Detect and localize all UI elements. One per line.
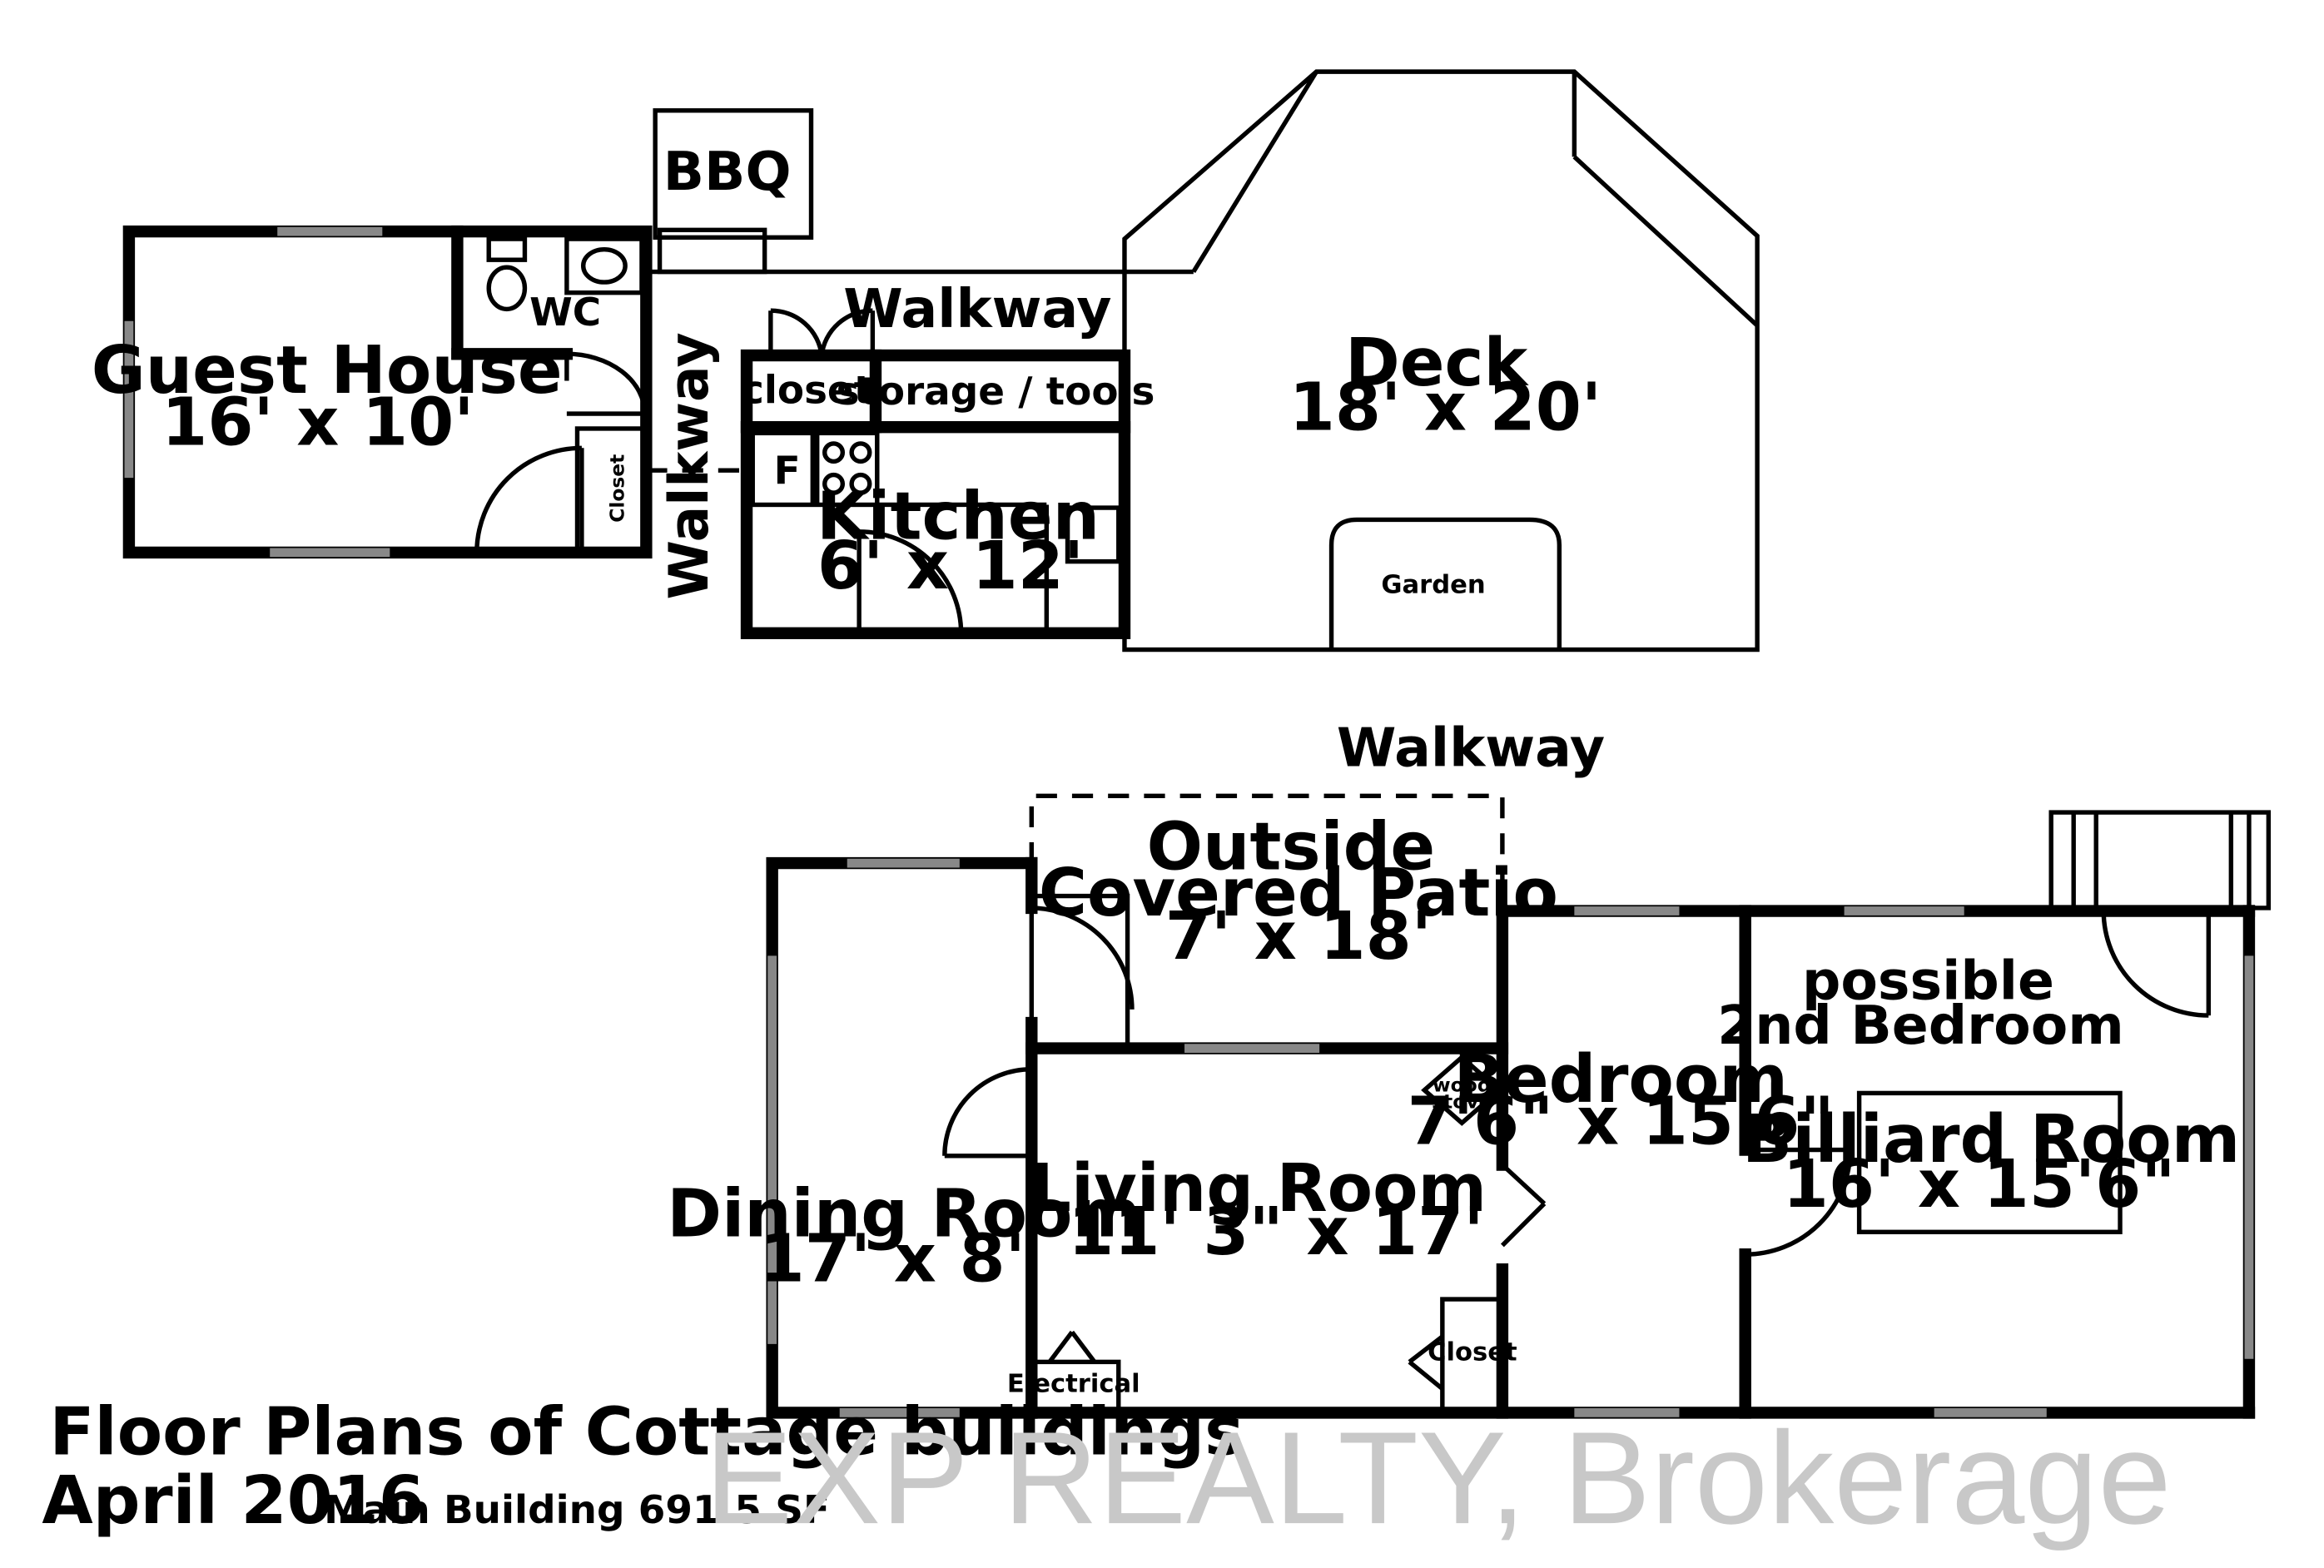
fridge-label: F — [774, 449, 801, 494]
dining-room-label: Dining Room — [667, 1176, 1141, 1253]
closet-vertical-label: Closet — [605, 454, 628, 523]
bbq-label: BBQ — [663, 141, 792, 203]
footer-sf: Main Building 691.5 SF — [324, 1488, 830, 1533]
deck-dim: 18' x 20' — [1289, 370, 1601, 446]
walkway-top-label: Walkway — [843, 278, 1111, 340]
wc-label: WC — [529, 290, 601, 335]
wood-stove-label-1: wood — [1433, 1074, 1492, 1097]
closet-small-label: Closet — [1428, 1338, 1517, 1367]
walkway-main-label: Walkway — [1337, 717, 1605, 780]
patio-label-line1: Outside — [1147, 808, 1435, 885]
patio-dim: 7' x 18' — [1165, 898, 1432, 975]
electrical-label: Electrical — [1007, 1369, 1140, 1398]
dining-room-dim: 17' x 8' — [759, 1221, 1025, 1298]
kitchen-label: Kitchen — [817, 479, 1100, 555]
wood-stove-label-2: stove — [1432, 1089, 1492, 1113]
watermark: EXP REALTY, Brokerage — [705, 1404, 2172, 1551]
bedroom-label: Bedroom — [1453, 1041, 1787, 1118]
living-room-dim: 11' 3" x 17' — [1068, 1193, 1483, 1270]
walkway-vertical-label: Walkway — [658, 332, 721, 599]
main-building — [766, 793, 2272, 1419]
guest-house — [122, 225, 653, 559]
living-room-label: Living Room — [1029, 1150, 1487, 1227]
bedroom-dim: 7'6" x 15'6" — [1408, 1084, 1835, 1160]
footer-title: Floor Plans of Cottage buildings — [49, 1394, 1244, 1471]
garden-label: Garden — [1381, 570, 1485, 599]
second-bedroom-label: 2nd Bedroom — [1717, 995, 2124, 1057]
closet-label: closet — [741, 369, 872, 414]
billiard-label: Billiard Room — [1742, 1101, 2240, 1178]
billiard-dim: 16' x 15'6" — [1783, 1146, 2176, 1223]
deck — [1122, 69, 1760, 653]
guest-house-label: Guest House — [92, 332, 563, 409]
kitchen-dim: 6' x 12' — [817, 528, 1084, 604]
deck-label: Deck — [1345, 325, 1530, 401]
guest-house-dim: 16' x 10' — [161, 385, 474, 461]
footer-date: April 2016 — [42, 1462, 425, 1539]
possible-label: possible — [1802, 950, 2054, 1012]
patio-label-line2: Covered Patio — [1039, 855, 1558, 931]
storage-label: storage / tools — [837, 370, 1155, 414]
